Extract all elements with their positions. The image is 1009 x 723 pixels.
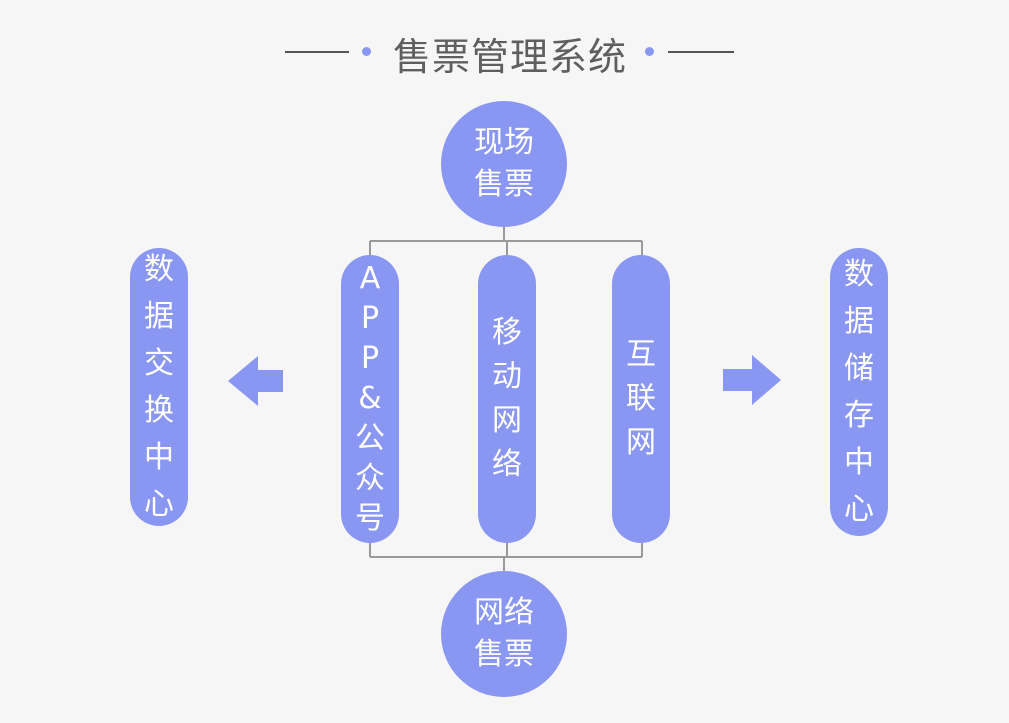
pill-char: 数 bbox=[144, 251, 174, 287]
pill-char: 互 bbox=[626, 337, 656, 372]
pill-char: 据 bbox=[844, 303, 874, 339]
pill-char: A bbox=[359, 261, 381, 296]
pill-char: 储 bbox=[844, 350, 874, 386]
pill-char: 数 bbox=[844, 256, 874, 292]
circle-text-line: 网络 bbox=[474, 595, 534, 630]
pill-char: 交 bbox=[144, 345, 174, 381]
onsite-ticketing-circle: 现场 售票 bbox=[441, 101, 567, 227]
pill-char: 众 bbox=[355, 461, 385, 496]
pill-char: 存 bbox=[844, 397, 874, 433]
data-storage-center: 数 据 储 存 中 心 bbox=[830, 248, 888, 536]
pill-char: 中 bbox=[844, 444, 874, 480]
pill-char: 移 bbox=[492, 315, 522, 350]
mobile-network-pill: 移 动 网 络 bbox=[478, 255, 536, 543]
title-decor-dot-left bbox=[362, 47, 371, 56]
pill-char: 动 bbox=[492, 359, 522, 394]
title-decor-line-left bbox=[285, 51, 349, 53]
title-decor-line-right bbox=[668, 51, 734, 53]
online-ticketing-circle: 网络 售票 bbox=[441, 571, 567, 697]
internet-pill: 互 联 网 bbox=[612, 255, 670, 543]
app-official-account-pill: A P P & 公 众 号 bbox=[341, 255, 399, 543]
pill-char: 络 bbox=[492, 447, 522, 482]
arrow-right-icon bbox=[723, 355, 781, 405]
circle-text-line: 售票 bbox=[474, 637, 534, 672]
page-title: 售票管理系统 bbox=[392, 35, 627, 79]
circle-text-line: 售票 bbox=[474, 167, 534, 202]
pill-char: 心 bbox=[144, 486, 174, 522]
pill-char: P bbox=[360, 341, 380, 376]
pill-char: 联 bbox=[626, 381, 656, 416]
pill-char: 心 bbox=[844, 491, 874, 527]
pill-char: 网 bbox=[492, 403, 522, 438]
title-decor-dot-right bbox=[645, 47, 654, 56]
pill-char: 网 bbox=[626, 425, 656, 460]
pill-char: P bbox=[360, 301, 380, 336]
pill-char: & bbox=[358, 381, 382, 416]
pill-char: 换 bbox=[144, 392, 174, 428]
title-area: 售票管理系统 bbox=[0, 22, 1009, 82]
pill-char: 公 bbox=[355, 421, 385, 456]
circle-text-line: 现场 bbox=[474, 125, 534, 160]
arrow-left-icon bbox=[228, 356, 283, 406]
data-exchange-center: 数 据 交 换 中 心 bbox=[130, 248, 188, 526]
pill-char: 中 bbox=[144, 439, 174, 475]
pill-char: 据 bbox=[144, 298, 174, 334]
pill-char: 号 bbox=[355, 501, 385, 536]
